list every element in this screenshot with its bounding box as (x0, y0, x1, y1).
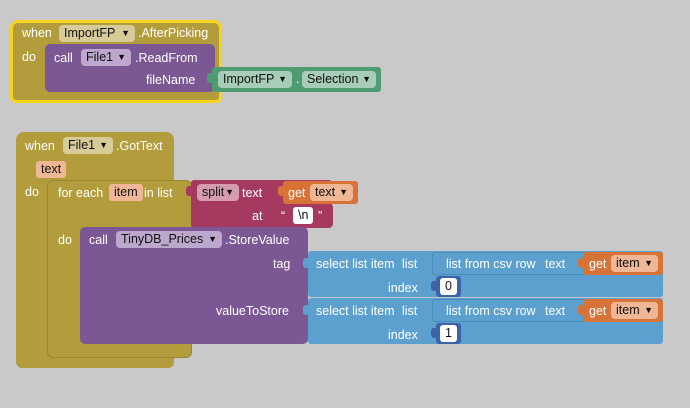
chevron-down-icon: ▼ (99, 140, 108, 150)
at-label: at (252, 209, 263, 223)
dropdown-value: ImportFP (64, 26, 116, 40)
component-dropdown-tinydb[interactable]: TinyDB_Prices ▼ (116, 231, 222, 248)
component-dropdown-importfp[interactable]: ImportFP ▼ (59, 25, 135, 42)
socket-connector (578, 305, 584, 315)
chevron-down-icon: ▼ (339, 187, 348, 197)
socket-connector (303, 258, 309, 268)
dropdown-value: File1 (86, 50, 114, 64)
number-value[interactable]: 0 (440, 278, 457, 295)
select-list-item-label: select list item (316, 257, 395, 271)
do-label: do (22, 50, 36, 64)
socket-connector (303, 305, 309, 315)
csv-text-label: text (545, 257, 566, 271)
dropdown-value: ImportFP (223, 72, 275, 86)
csv-text-label: text (545, 304, 566, 318)
method-name: .ReadFrom (135, 51, 198, 65)
variable-dropdown-text[interactable]: text ▼ (310, 184, 353, 201)
event-name: .AfterPicking (138, 26, 209, 40)
do-label: do (25, 185, 39, 199)
dropdown-value: item (616, 256, 640, 270)
chevron-down-icon: ▼ (362, 74, 371, 84)
call-label: call (89, 233, 108, 247)
chevron-down-icon: ▼ (644, 258, 653, 268)
socket-connector (431, 328, 437, 338)
close-quote: ” (318, 209, 323, 223)
select-list-item-label: select list item (316, 304, 395, 318)
socket-connector (278, 186, 284, 196)
property-dropdown-selection[interactable]: Selection ▼ (302, 71, 376, 88)
list-label: list (402, 304, 418, 318)
when-label: when (22, 26, 52, 40)
dropdown-value: Selection (307, 72, 359, 86)
when-label: when (25, 139, 55, 153)
list-label: list (402, 257, 418, 271)
text-input-label: text (242, 186, 263, 200)
csv-row-label: list from csv row (446, 257, 536, 271)
socket-connector (207, 73, 213, 83)
index-label: index (388, 328, 418, 342)
do-label: do (58, 233, 72, 247)
chevron-down-icon: ▼ (225, 187, 234, 197)
get-label: get (589, 257, 607, 271)
index-label: index (388, 281, 418, 295)
open-quote: “ (281, 209, 286, 223)
chevron-down-icon: ▼ (644, 305, 653, 315)
call-label: call (54, 51, 73, 65)
dropdown-value: item (616, 303, 640, 317)
get-label: get (589, 304, 607, 318)
dropdown-value: text (315, 185, 336, 199)
param-label-filename: fileName (146, 73, 196, 87)
socket-connector (578, 258, 584, 268)
event-name: .GotText (116, 139, 163, 153)
in-list-label: in list (144, 186, 173, 200)
socket-connector (427, 305, 433, 315)
param-label-valuetostore: valueToStore (216, 304, 289, 318)
event-param-text[interactable]: text (36, 161, 67, 178)
variable-dropdown-item[interactable]: item ▼ (611, 255, 658, 272)
number-value[interactable]: 1 (440, 325, 457, 342)
socket-connector (427, 258, 433, 268)
dropdown-value: split (202, 185, 225, 199)
chevron-down-icon: ▼ (121, 28, 130, 38)
component-dropdown-file1[interactable]: File1 ▼ (81, 49, 131, 66)
dot-separator: . (296, 72, 300, 86)
socket-connector (270, 209, 276, 219)
csv-row-label: list from csv row (446, 304, 536, 318)
chevron-down-icon: ▼ (117, 52, 126, 62)
get-label: get (288, 186, 306, 200)
foreach-label: for each (58, 186, 104, 200)
chevron-down-icon: ▼ (208, 234, 217, 244)
variable-dropdown-item[interactable]: item ▼ (611, 302, 658, 319)
dropdown-value: File1 (68, 138, 96, 152)
chevron-down-icon: ▼ (278, 74, 287, 84)
component-dropdown-importfp-getter[interactable]: ImportFP ▼ (218, 71, 292, 88)
string-value[interactable]: \n (293, 207, 314, 224)
loop-variable-item[interactable]: item (109, 184, 143, 201)
socket-connector (431, 281, 437, 291)
param-label-tag: tag (273, 257, 291, 271)
method-name: .StoreValue (225, 233, 290, 247)
dropdown-value: TinyDB_Prices (121, 232, 204, 246)
component-dropdown-file1[interactable]: File1 ▼ (63, 137, 113, 154)
split-dropdown[interactable]: split ▼ (197, 184, 239, 201)
socket-connector (186, 186, 192, 196)
